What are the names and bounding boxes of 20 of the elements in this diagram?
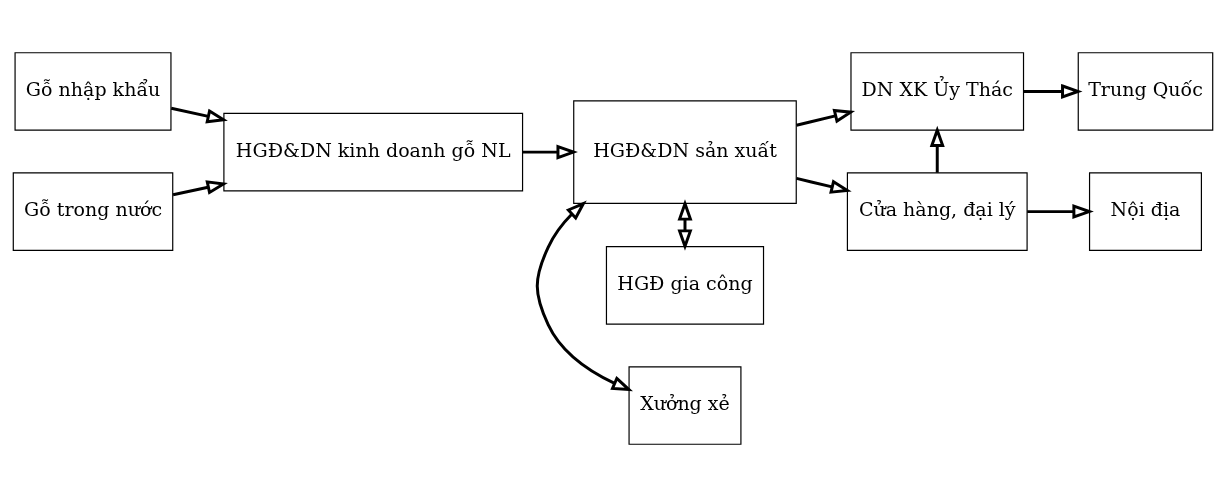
arrow bbox=[170, 106, 228, 124]
arrow bbox=[796, 176, 852, 194]
arrow bbox=[522, 144, 578, 160]
arrow bbox=[677, 199, 693, 251]
node-box: DN XK Ủy Thác bbox=[850, 52, 1025, 131]
node-box: HGĐ gia công bbox=[605, 246, 765, 325]
node-box: Nội địa bbox=[1088, 172, 1202, 251]
arrow bbox=[1023, 83, 1083, 99]
node-box: Gỗ trong nước bbox=[12, 172, 174, 251]
node-box: Gỗ nhập khẩu bbox=[14, 52, 172, 131]
node-box: HGĐ&DN sản xuất bbox=[573, 100, 797, 204]
arrow bbox=[535, 200, 633, 392]
node-box: Trung Quốc bbox=[1077, 52, 1214, 131]
arrow bbox=[172, 180, 228, 197]
arrow bbox=[796, 108, 856, 127]
node-box: HGĐ&DN kinh doanh gỗ NL bbox=[223, 112, 524, 192]
arrow bbox=[1027, 204, 1094, 220]
node-box: Cửa hàng, đại lý bbox=[846, 172, 1028, 251]
arrow bbox=[929, 125, 945, 173]
node-box: Xưởng xẻ bbox=[628, 366, 742, 445]
